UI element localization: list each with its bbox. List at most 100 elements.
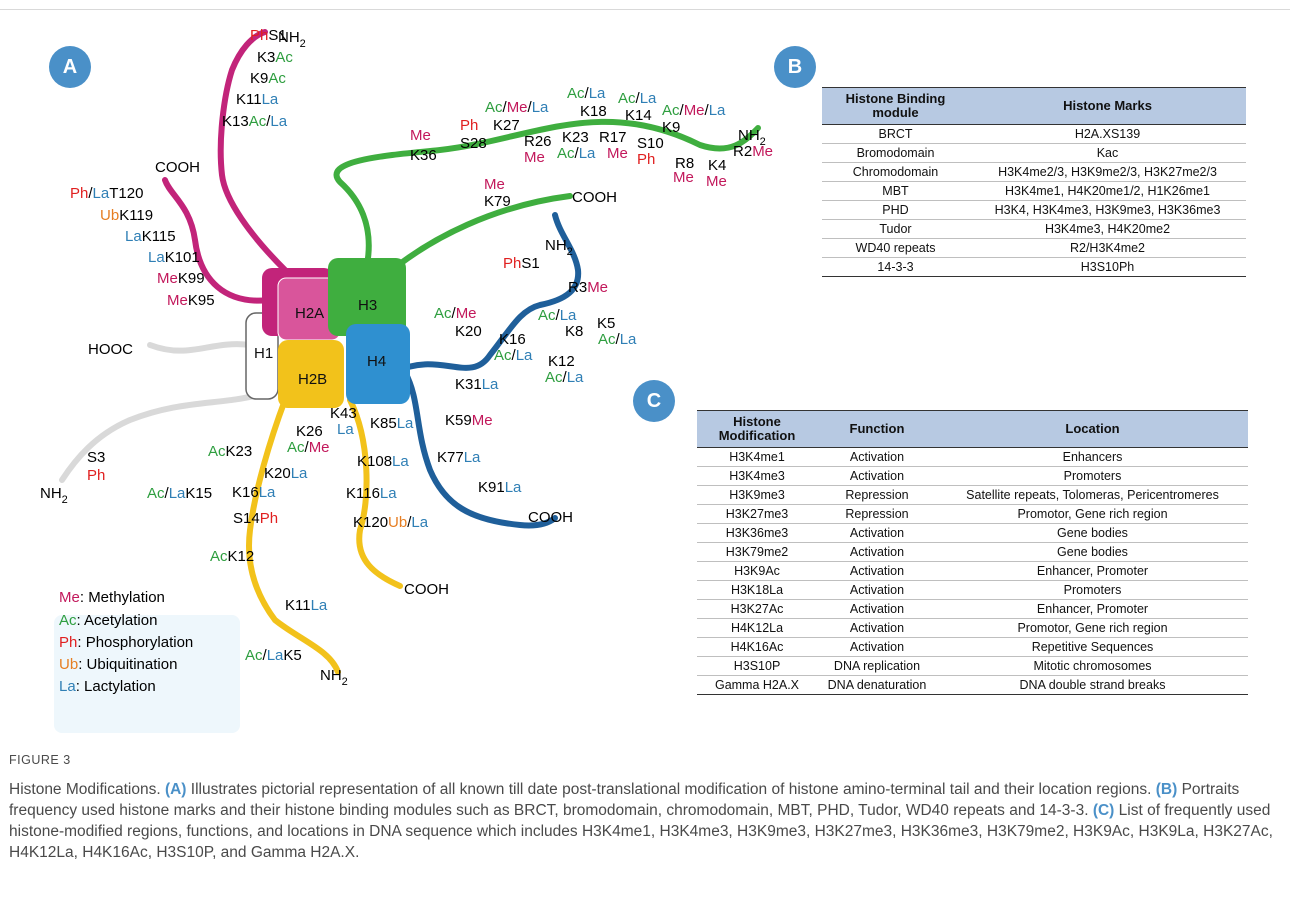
h2b-k26-mods: Ac/Me [287,439,330,456]
table-c-cell: Enhancers [937,447,1248,467]
h4-k5-mods: Ac/La [598,331,637,348]
table-c-cell: H4K16Ac [697,637,817,657]
h3-k4-mod: Me [706,173,727,190]
caption-text: Histone Modifications. (A) Illustrates p… [9,779,1279,863]
h2b-c-cooh: COOH [404,581,449,598]
h3-label: H3 [358,297,377,314]
h3-s28-mod: Ph [460,117,478,134]
legend-la: La: Lactylation [59,678,156,695]
h3-r17: R17 [599,129,627,146]
table-c-cell: Enhancer, Promoter [937,599,1248,619]
h1-s3-mod: Ph [87,467,105,484]
table-b-cell: R2/H3K4me2 [969,238,1246,258]
table-b-header-module: Histone Binding module [822,87,969,125]
h3-cooh: COOH [572,189,617,206]
h4-n-tail [392,212,582,375]
legend-ph: Ph: Phosphorylation [59,634,193,651]
table-c-cell: Activation [817,466,937,486]
table-c-cell: H4K12La [697,618,817,638]
h4-k8-mods: Ac/La [538,307,577,324]
h4-k12: K12 [548,353,575,370]
h3-r8-mod: Me [673,169,694,186]
table-c-cell: Activation [817,599,937,619]
h2a-k119: UbK119 [100,207,153,224]
legend-me: Me: Methylation [59,589,165,606]
h2a-k13: K13Ac/La [222,113,288,130]
table-c-cell: Promotor, Gene rich region [937,504,1248,524]
caption-b-text: Portraits frequency used histone marks a… [9,781,1240,819]
table-b-cell: H3K4me2/3, H3K9me2/3, H3K27me2/3 [969,162,1246,182]
panel-label-b: B [774,46,816,88]
h2b-k43: K43 [330,405,357,422]
table-c-cell: DNA double strand breaks [937,675,1248,695]
h2b-k12: AcK12 [210,548,254,565]
h3-k36-mod: Me [410,127,431,144]
table-c-cell: Promotor, Gene rich region [937,618,1248,638]
table-b-cell: Kac [969,143,1246,163]
figure-caption: FIGURE 3 Histone Modifications. (A) Illu… [9,750,1279,863]
h3-k27-mods: Ac/Me/La [485,99,549,116]
h2a-cooh: COOH [155,159,200,176]
h2a-k3: K3Ac [257,49,293,66]
h2a-k11: K11La [236,91,279,108]
h2b-k11: K11La [285,597,328,614]
h3-s28: S28 [460,135,487,152]
h1-n-tail [59,392,261,483]
h3-k9-mods: Ac/Me/La [662,102,726,119]
panel-label-c: C [633,380,675,422]
h1-label: H1 [254,345,273,362]
h4-k59: K59Me [445,412,493,429]
histone-diagram: H2A H3 H1 H2B H4 NH2 COOH NH2 COOH NH2 C… [40,27,773,733]
h2b-k23: AcK23 [208,443,252,460]
h2a-nh2: NH2 [278,29,306,50]
h3-r2: R2Me [733,143,773,160]
h4-k31: K31La [455,376,499,393]
table-c-cell: Activation [817,618,937,638]
h2a-s1: PhS1 [250,27,287,44]
table-b-cell: PHD [822,200,969,220]
h2b-k43-mod: La [337,421,354,438]
table-c-cell: H3K18La [697,580,817,600]
h3-c-tail [375,193,573,285]
h2b-n-tail [246,397,341,675]
h3-r26-mod: Me [524,149,545,166]
h2a-k9: K9Ac [250,70,286,87]
legend-ub: Ub: Ubiquitination [59,656,177,673]
table-b-cell: Bromodomain [822,143,969,163]
h3-k36: K36 [410,147,437,164]
top-divider [0,9,1290,10]
binding-module-table: Histone Binding module Histone Marks BRC… [822,87,1246,277]
h4-k16-mods: Ac/La [494,347,533,364]
table-b-cell: MBT [822,181,969,201]
h4-k8: K8 [565,323,583,340]
h4-k77: K77La [437,449,481,466]
table-c-cell: H3K79me2 [697,542,817,562]
h2b-body [278,340,344,408]
h3-k23-mods: Ac/La [557,145,596,162]
legend-ac: Ac: Acetylation [59,612,157,629]
table-c-header-modification: Histone Modification [697,410,817,448]
table-b-cell: BRCT [822,124,969,144]
h3-k14: K14 [625,107,652,124]
h3-k18: K18 [580,103,607,120]
table-c-cell: H3S10P [697,656,817,676]
h4-k20-mods: Ac/Me [434,305,477,322]
panel-label-a: A [49,46,91,88]
table-c-cell: Repression [817,485,937,505]
table-c-cell: H3K4me1 [697,447,817,467]
